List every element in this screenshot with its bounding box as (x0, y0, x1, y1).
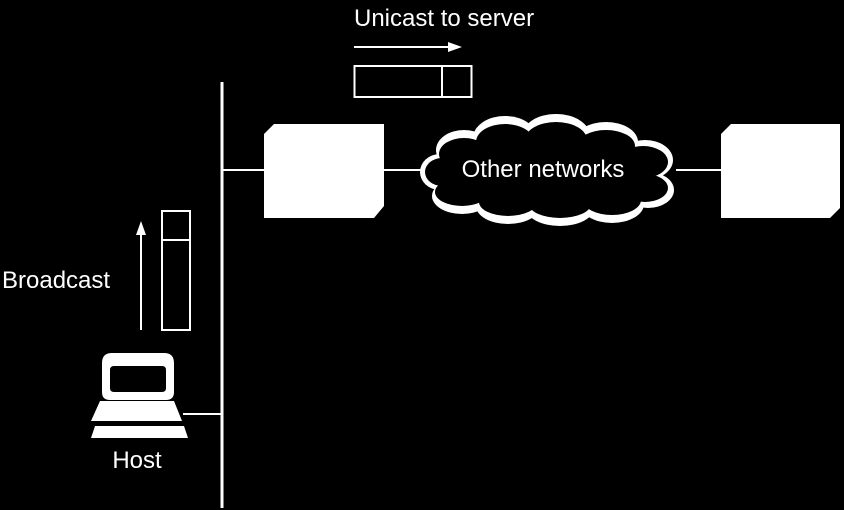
server-box (721, 124, 840, 218)
broadcast-arrow (136, 221, 146, 330)
broadcast-packet (161, 210, 191, 331)
other-networks-cloud: Other networks (420, 114, 674, 226)
unicast-arrow (354, 42, 462, 52)
host-label: Host (112, 447, 162, 474)
relay-router (264, 124, 384, 218)
host-computer-icon (91, 353, 188, 438)
unicast-label: Unicast to server (354, 5, 534, 32)
cloud-label: Other networks (462, 156, 625, 183)
broadcast-label: Broadcast (2, 267, 110, 294)
unicast-packet (353, 65, 473, 98)
